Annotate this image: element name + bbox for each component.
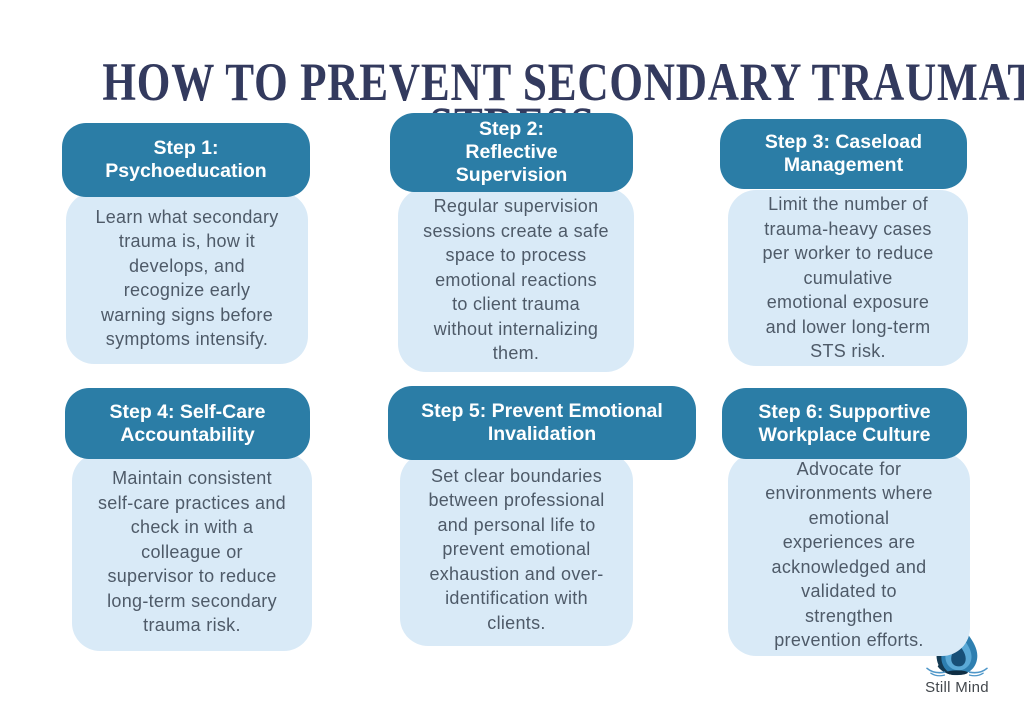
step2-header: Step 2: Reflective Supervision: [390, 113, 633, 192]
step1-header: Step 1: Psychoeducation: [62, 123, 310, 197]
step6-header: Step 6: Supportive Workplace Culture: [722, 388, 967, 459]
step3-body: Limit the number of trauma-heavy cases p…: [728, 190, 968, 366]
step4-header: Step 4: Self-Care Accountability: [65, 388, 310, 459]
page-title-line1: HOW TO PREVENT SECONDARY TRAUMATIC: [102, 52, 1024, 113]
step3-header: Step 3: Caseload Management: [720, 119, 967, 189]
step1-body: Learn what secondary trauma is, how it d…: [66, 192, 308, 364]
step6-body: Advocate for environments where emotiona…: [728, 453, 970, 656]
brand-name: Still Mind: [925, 679, 989, 696]
step5-header: Step 5: Prevent Emotional Invalidation: [388, 386, 696, 460]
step5-body: Set clear boundaries between professiona…: [400, 453, 633, 646]
step4-body: Maintain consistent self-care practices …: [72, 453, 312, 651]
step2-body: Regular supervision sessions create a sa…: [398, 188, 634, 372]
